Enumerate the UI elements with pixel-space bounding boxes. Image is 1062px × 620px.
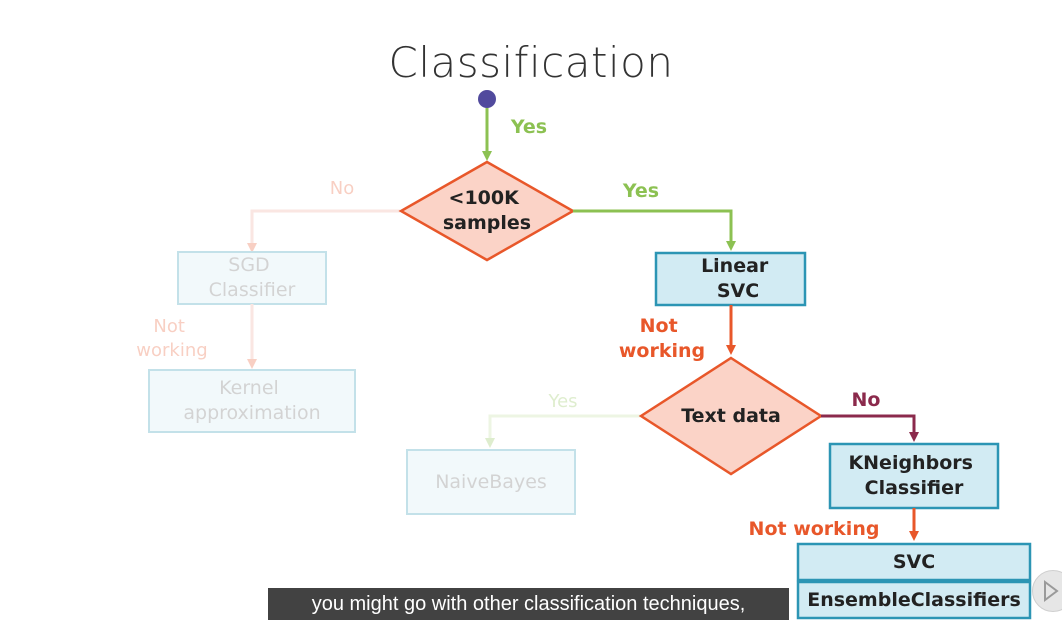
linear-not-working-line-1: Not: [640, 315, 678, 337]
samples-decision-node: [398, 160, 576, 262]
edge-label-text-no: No: [852, 389, 881, 411]
linear-svc-line-2: SVC: [717, 280, 759, 302]
linear-svc-node: [654, 251, 807, 307]
svc-label: SVC: [893, 551, 935, 573]
start-dot: [478, 90, 496, 108]
edge-text-no: [821, 414, 919, 442]
ensemble-label: EnsembleClassifiers: [807, 589, 1021, 611]
edge-label-start-yes: Yes: [510, 116, 547, 138]
text-data-decision-node: [638, 356, 824, 476]
samples-decision-label: <100K samples: [443, 187, 531, 234]
edge-samples-no: [247, 209, 400, 253]
edge-samples-yes: [573, 209, 736, 251]
samples-line-2: samples: [443, 212, 531, 234]
kernel-approximation-node: [148, 369, 356, 433]
text-data-label: Text data: [681, 405, 781, 427]
naive-bayes-node: [406, 449, 576, 515]
linear-not-working-line-2: working: [619, 340, 705, 362]
edge-label-linear-not-working: Not working: [619, 315, 705, 362]
kernel-line-2: approximation: [183, 402, 320, 424]
subtitle-caption: you might go with other classification t…: [268, 588, 789, 620]
edge-label-samples-yes: Yes: [622, 180, 659, 202]
faded-branch: No SGD Classifier Not working Kernel app…: [136, 178, 640, 515]
player-button[interactable]: [1032, 570, 1062, 612]
ensemble-node: [796, 580, 1032, 620]
sgd-classifier-line-1: SGD: [228, 254, 269, 276]
linear-svc-label: Linear SVC: [701, 255, 775, 302]
sgd-classifier-label: SGD Classifier: [209, 254, 296, 301]
edge-label-text-yes: Yes: [547, 391, 577, 412]
kneighbors-label: KNeighbors Classifier: [848, 452, 979, 499]
edge-label-sgd-not-working: Not working: [136, 316, 207, 361]
sgd-classifier-node: [177, 251, 327, 305]
slide-title: Classification: [388, 38, 674, 87]
sgd-not-working-line-1: Not: [153, 316, 185, 337]
kernel-approximation-label: Kernel approximation: [183, 377, 320, 424]
edge-text-yes: [485, 414, 640, 448]
kneighbors-line-1: KNeighbors: [848, 452, 972, 474]
naive-bayes-label: NaiveBayes: [435, 471, 547, 493]
edge-label-samples-no: No: [330, 178, 354, 199]
sgd-not-working-line-2: working: [136, 340, 207, 361]
kneighbors-line-2: Classifier: [865, 477, 964, 499]
play-icon: [1044, 580, 1059, 602]
kernel-line-1: Kernel: [219, 377, 279, 399]
edge-label-kneighbors-not-working: Not working: [749, 518, 880, 540]
sgd-classifier-line-2: Classifier: [209, 279, 296, 301]
svc-node: [796, 542, 1032, 582]
linear-svc-line-1: Linear: [701, 255, 769, 277]
kneighbors-node: [828, 442, 1000, 510]
samples-line-1: <100K: [449, 187, 521, 209]
